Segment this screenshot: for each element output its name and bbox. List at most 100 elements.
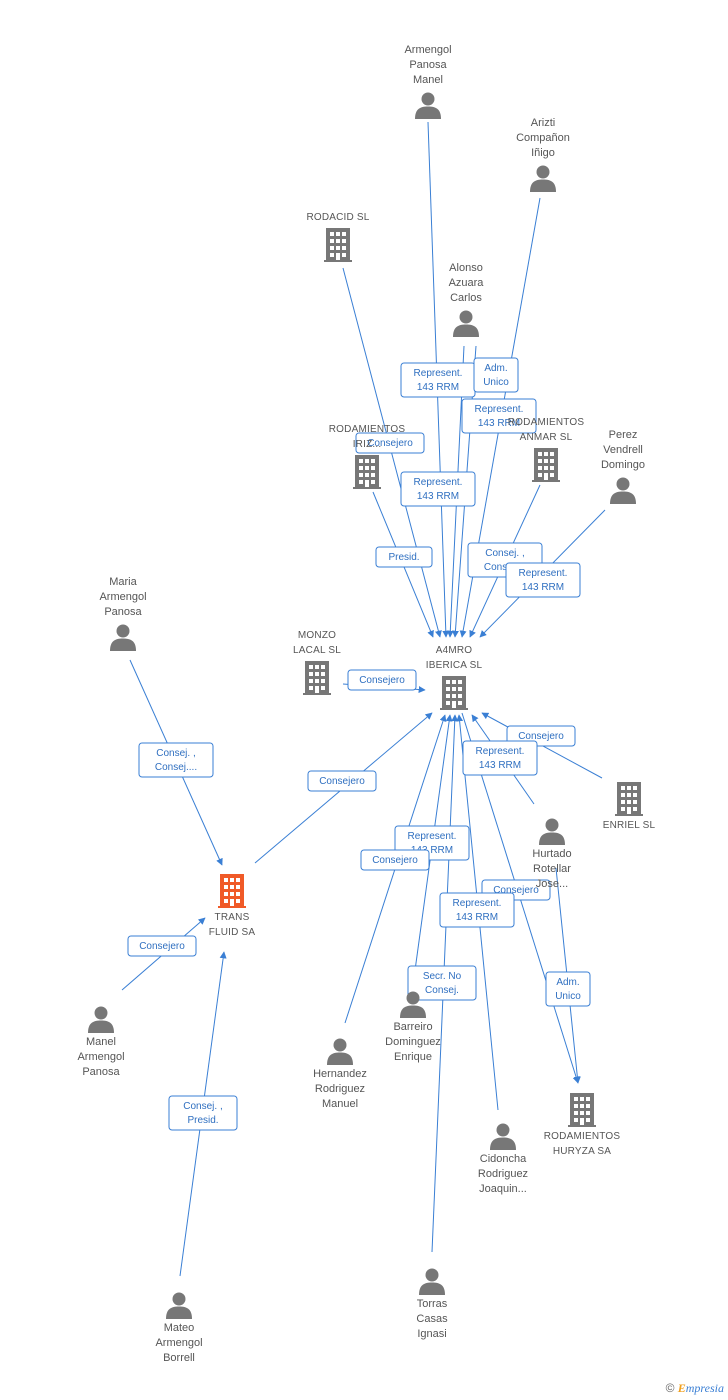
node-label: Compañon bbox=[516, 132, 570, 144]
relation-label-text: Presid. bbox=[187, 1115, 218, 1126]
node-label: LACAL SL bbox=[293, 645, 341, 656]
relation-label-text: Consejero bbox=[518, 731, 564, 742]
relation-label[interactable]: Consejero bbox=[347, 669, 417, 691]
relation-label-text: 143 RRM bbox=[417, 382, 459, 393]
node-label: Panosa bbox=[409, 59, 447, 71]
relation-label-box bbox=[462, 740, 538, 776]
relation-label[interactable]: Consejero bbox=[355, 432, 425, 454]
relation-label-text: Presid. bbox=[388, 552, 419, 563]
relation-label-text: Represent. bbox=[414, 477, 463, 488]
person-icon bbox=[490, 1123, 516, 1150]
relation-label[interactable]: Adm.Unico bbox=[473, 357, 519, 393]
company-building-icon bbox=[532, 448, 560, 482]
node-label: Mateo bbox=[164, 1322, 195, 1334]
relation-label[interactable]: Represent.143 RRM bbox=[461, 398, 537, 434]
node-cidoncha[interactable]: CidonchaRodriguezJoaquin... bbox=[478, 1123, 528, 1196]
relation-label[interactable]: Consej. ,Presid. bbox=[168, 1095, 238, 1131]
brand-logo[interactable]: Empresia bbox=[677, 1381, 724, 1395]
node-label: Panosa bbox=[104, 606, 142, 618]
relation-label-text: Consejero bbox=[319, 776, 365, 787]
node-label: Enrique bbox=[394, 1051, 432, 1063]
person-icon bbox=[610, 477, 636, 504]
relation-label-text: 143 RRM bbox=[456, 912, 498, 923]
relation-label[interactable]: Represent.143 RRM bbox=[439, 892, 515, 928]
relation-label[interactable]: Represent.143 RRM bbox=[462, 740, 538, 776]
relation-label[interactable]: Consejero bbox=[127, 935, 197, 957]
node-hurtado[interactable]: HurtadoRotellarJose... bbox=[532, 818, 572, 891]
focus-company-building-icon bbox=[218, 874, 246, 908]
node-layer: ArmengolPanosaManelAriztiCompañonIñigoRO… bbox=[77, 44, 655, 1364]
node-label: RODAMIENTOS bbox=[329, 424, 406, 435]
relation-label[interactable]: Presid. bbox=[375, 546, 433, 568]
relation-label[interactable]: Consejero bbox=[307, 770, 377, 792]
node-label: Armengol bbox=[404, 44, 451, 56]
relation-label[interactable]: Consej. ,Consej.... bbox=[138, 742, 214, 778]
node-label: Rodriguez bbox=[315, 1083, 365, 1095]
relation-label-box bbox=[375, 546, 433, 568]
node-label: Borrell bbox=[163, 1352, 195, 1364]
node-label: Azuara bbox=[449, 277, 485, 289]
node-label: Manuel bbox=[322, 1098, 358, 1110]
node-label: IBERICA SL bbox=[426, 660, 483, 671]
node-label: Arizti bbox=[531, 117, 555, 129]
node-label: FLUID SA bbox=[209, 927, 256, 938]
relation-label-box bbox=[138, 742, 214, 778]
relation-label-box bbox=[505, 562, 581, 598]
relation-label[interactable]: Represent.143 RRM bbox=[400, 362, 476, 398]
node-label: Rotellar bbox=[533, 863, 571, 875]
node-label: Manel bbox=[86, 1036, 116, 1048]
relation-label-text: Consejero bbox=[367, 438, 413, 449]
relation-label-text: Represent. bbox=[475, 404, 524, 415]
person-icon bbox=[539, 818, 565, 845]
company-building-icon bbox=[568, 1093, 596, 1127]
node-label: Rodriguez bbox=[478, 1168, 528, 1180]
relation-label[interactable]: Represent. 143 RRM bbox=[505, 562, 581, 598]
relation-label[interactable]: Represent.143 RRM bbox=[400, 471, 476, 507]
relation-label-text: Represent. bbox=[519, 568, 568, 579]
node-label: ANMAR SL bbox=[520, 432, 573, 443]
relation-label-text: Consej. , bbox=[156, 748, 195, 759]
relation-label-text: 143 RRM bbox=[522, 582, 564, 593]
node-rod_iriz[interactable]: RODAMIENTOS IRIZ... bbox=[329, 424, 406, 489]
node-label: IRIZ... bbox=[353, 439, 382, 450]
node-enriel[interactable]: ENRIEL SL bbox=[603, 782, 656, 831]
relation-label-text: Consej. , bbox=[485, 548, 524, 559]
relation-label[interactable]: Consejero bbox=[360, 849, 430, 871]
node-label: Perez bbox=[609, 429, 638, 441]
relation-label-box bbox=[407, 965, 477, 1001]
relation-label[interactable]: Adm.Unico bbox=[545, 971, 591, 1007]
relation-label-text: Secr. No bbox=[423, 971, 462, 982]
node-label: Jose... bbox=[536, 878, 568, 890]
node-label: Dominguez bbox=[385, 1036, 441, 1048]
relation-label-text: Adm. bbox=[556, 977, 579, 988]
person-icon bbox=[415, 92, 441, 119]
copyright-symbol: © bbox=[665, 1381, 675, 1395]
node-rodacid[interactable]: RODACID SL bbox=[306, 212, 370, 262]
relation-label-text: Consejero bbox=[139, 941, 185, 952]
relation-label-box bbox=[439, 892, 515, 928]
node-label: RODACID SL bbox=[306, 212, 369, 223]
relation-label-text: Consejero bbox=[372, 855, 418, 866]
company-building-icon bbox=[303, 661, 331, 695]
footer-credit: © Empresia bbox=[666, 1381, 724, 1396]
relation-label-text: Consejero bbox=[493, 885, 539, 896]
node-label: Armengol bbox=[77, 1051, 124, 1063]
relation-label-text: Represent. bbox=[408, 831, 457, 842]
relation-label-box bbox=[347, 669, 417, 691]
